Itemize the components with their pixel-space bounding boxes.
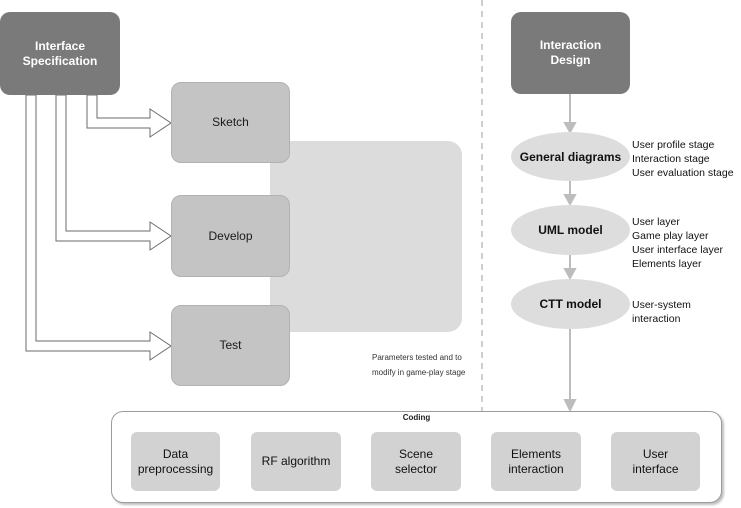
data-preprocessing-box: Data preprocessing: [131, 432, 220, 491]
general-diagrams-details: User profile stage Interaction stage Use…: [632, 138, 734, 180]
parameters-panel: [270, 141, 462, 332]
note-line-2: modify in game-play stage: [372, 368, 466, 377]
detail-item: interaction: [632, 313, 681, 325]
arrow-to-develop: [55, 94, 172, 251]
arrow-to-test: [25, 94, 172, 361]
general-diagrams-ellipse: General diagrams: [511, 132, 630, 181]
detail-item: User evaluation stage: [632, 167, 734, 179]
parameters-note: Parameters tested and to modify in game-…: [372, 350, 465, 380]
design-flow-connectors: [563, 94, 577, 413]
elements-interaction-box: Elements interaction: [491, 432, 581, 491]
sketch-box: Sketch: [171, 82, 290, 163]
detail-item: Interaction stage: [632, 153, 710, 165]
user-interface-box: User interface: [611, 432, 700, 491]
uml-model-details: User layer Game play layer User interfac…: [632, 215, 723, 271]
detail-item: Game play layer: [632, 230, 709, 242]
scene-selector-box: Scene selector: [371, 432, 461, 491]
detail-item: User layer: [632, 216, 680, 228]
detail-item: User interface layer: [632, 244, 724, 256]
uml-model-ellipse: UML model: [511, 205, 630, 255]
ctt-model-details: User-system interaction: [632, 298, 691, 326]
develop-box: Develop: [171, 195, 290, 277]
arrow-to-sketch: [86, 94, 172, 138]
rf-algorithm-box: RF algorithm: [251, 432, 341, 491]
coding-title: Coding: [402, 413, 431, 422]
ctt-model-ellipse: CTT model: [511, 279, 630, 329]
detail-item: Elements layer: [632, 258, 702, 270]
note-line-1: Parameters tested and to: [372, 353, 462, 362]
test-box: Test: [171, 305, 290, 386]
detail-item: User profile stage: [632, 139, 715, 151]
detail-item: User-system: [632, 299, 691, 311]
interaction-design-box: Interaction Design: [511, 12, 630, 94]
interface-specification-box: Interface Specification: [0, 12, 120, 95]
